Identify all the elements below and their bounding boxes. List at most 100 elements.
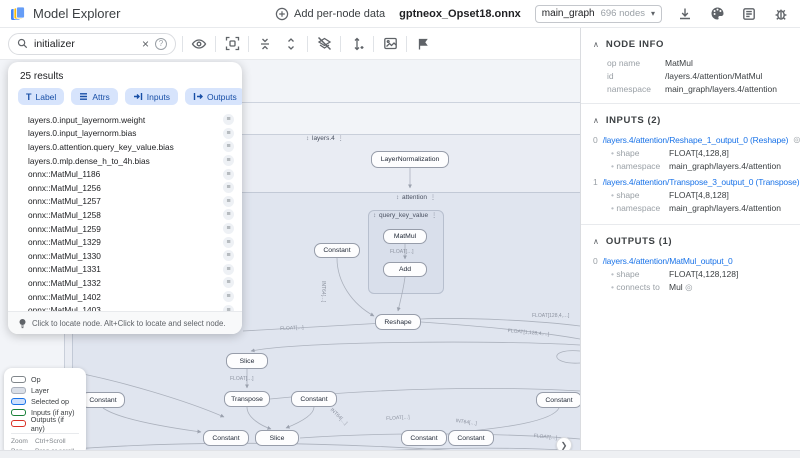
search-result-row[interactable]: onnx::MatMul_1332≡ <box>8 276 242 290</box>
graph-layer-query-key-value[interactable] <box>368 210 444 294</box>
layer-menu-icon[interactable]: ⋮ <box>431 213 438 219</box>
graph-selector-dropdown[interactable]: main_graph 696 nodes ▾ <box>534 4 662 23</box>
layer-label-layers4[interactable]: ↕ layers.4 ⋮ <box>306 135 344 142</box>
expand-all-layers-button[interactable] <box>281 34 301 54</box>
bookmark-view-button[interactable] <box>413 34 433 54</box>
collapse-all-layers-button[interactable] <box>255 34 275 54</box>
resize-nodes-button[interactable] <box>347 34 367 54</box>
filter-chip-attrs[interactable]: Attrs <box>71 88 118 105</box>
search-result-row[interactable]: onnx::MatMul_1186≡ <box>8 167 242 181</box>
graph-node-constant[interactable]: Constant <box>448 430 494 446</box>
flag-icon <box>418 38 428 49</box>
theme-button[interactable] <box>708 5 726 23</box>
unfold-icon[interactable]: ↕ <box>373 212 376 219</box>
search-result-row[interactable]: onnx::MatMul_1329≡ <box>8 235 242 249</box>
graph-node-matmul[interactable]: MatMul <box>383 229 427 244</box>
unfold-icon[interactable]: ↕ <box>396 194 399 201</box>
search-result-text: onnx::MatMul_1403 <box>28 305 223 315</box>
search-result-text: layers.0.mlp.dense_h_to_4h.bias <box>28 155 150 166</box>
locate-node-icon[interactable]: ≡ <box>223 250 234 262</box>
graph-node-constant[interactable]: Constant <box>401 430 447 446</box>
search-result-row[interactable]: onnx::MatMul_1258≡ <box>8 208 242 222</box>
graph-node-slice[interactable]: Slice <box>255 430 299 446</box>
search-result-text: onnx::MatMul_1330 <box>28 250 101 261</box>
search-result-row[interactable]: layers.0.input_layernorm.bias≡ <box>8 127 242 141</box>
section-header-node-info[interactable]: ∧ NODE INFO <box>593 39 665 50</box>
clear-search-icon[interactable]: × <box>141 36 149 51</box>
layer-menu-icon[interactable]: ⋮ <box>337 136 344 142</box>
shortcut-action: Zoom <box>11 438 28 446</box>
locate-node-icon[interactable]: ≡ <box>223 141 234 153</box>
search-result-row[interactable]: onnx::MatMul_1330 ≡ <box>8 249 242 263</box>
locate-node-icon[interactable]: ≡ <box>223 182 234 194</box>
flatten-layers-button[interactable] <box>314 34 334 54</box>
search-result-row[interactable]: onnx::MatMul_1257≡ <box>8 195 242 209</box>
fit-to-screen-button[interactable] <box>222 34 242 54</box>
io-node-link[interactable]: /layers.4/attention/MatMul_output_0 <box>602 256 733 266</box>
unfold-icon[interactable]: ↕ <box>306 135 309 142</box>
info-key: namespace <box>607 83 651 94</box>
filter-chip-inputs[interactable]: Inputs <box>124 88 178 105</box>
io-node-link[interactable]: /layers.4/attention/Transpose_3_output_0… <box>602 177 800 187</box>
graph-node-constant[interactable]: Constant <box>203 430 249 446</box>
graph-node-layernormalization[interactable]: LayerNormalization <box>371 151 449 168</box>
add-per-node-data-button[interactable]: Add per-node data <box>275 7 385 21</box>
graph-node-constant[interactable]: Constant <box>291 391 337 407</box>
io-item-header: 0/layers.4/attention/MatMul_output_0 <box>581 256 800 267</box>
graph-node-add[interactable]: Add <box>383 262 427 277</box>
locate-node-icon[interactable]: ≡ <box>223 291 234 303</box>
search-result-row[interactable]: onnx::MatMul_1403≡ <box>8 303 242 315</box>
locate-node-icon[interactable]: ≡ <box>223 236 234 248</box>
section-header-inputs[interactable]: ∧ INPUTS (2) <box>593 115 661 126</box>
search-result-row[interactable]: layers.0.mlp.dense_h_to_4h.bias ≡ <box>8 154 242 168</box>
graph-node-transpose[interactable]: Transpose <box>224 391 270 407</box>
toolbar-divider <box>340 35 341 52</box>
docs-button[interactable] <box>740 5 758 23</box>
legend-item-outputs: Outputs (if any) <box>11 415 79 433</box>
search-result-row[interactable]: layers.0.attention.query_key_value.bias≡ <box>8 140 242 154</box>
locate-icon[interactable]: ◎ <box>682 281 693 292</box>
layer-menu-icon[interactable]: ⋮ <box>429 195 436 201</box>
locate-node-icon[interactable]: ≡ <box>223 223 234 235</box>
locate-node-icon[interactable]: ≡ <box>223 277 234 289</box>
locate-node-icon[interactable]: ≡ <box>223 114 234 126</box>
search-box[interactable]: × ? <box>8 32 176 55</box>
locate-node-icon[interactable]: ≡ <box>223 209 234 221</box>
graph-node-constant[interactable]: Constant <box>536 392 580 408</box>
legend-swatch-layer <box>11 387 26 394</box>
toolbar-divider <box>406 35 407 52</box>
report-bug-button[interactable] <box>772 5 790 23</box>
locate-node-icon[interactable]: ≡ <box>223 155 234 167</box>
locate-node-icon[interactable]: ≡ <box>223 127 234 139</box>
graph-node-constant[interactable]: Constant <box>314 243 360 258</box>
download-graph-button[interactable] <box>676 5 694 23</box>
search-result-row[interactable]: onnx::MatMul_1259≡ <box>8 222 242 236</box>
toggle-visibility-button[interactable] <box>189 34 209 54</box>
search-result-row[interactable]: onnx::MatMul_1331≡ <box>8 263 242 277</box>
filter-chip-outputs[interactable]: Outputs <box>184 88 242 105</box>
graph-node-constant[interactable]: Constant <box>81 392 125 408</box>
locate-node-icon[interactable]: ≡ <box>223 195 234 207</box>
locate-icon[interactable]: ◎ <box>793 135 800 144</box>
bottom-scrollbar[interactable] <box>0 450 800 458</box>
layer-label-attention[interactable]: ↕ attention ⋮ <box>396 194 436 201</box>
search-result-row[interactable]: layers.0.input_layernorm.weight≡ <box>8 113 242 127</box>
graph-node-reshape[interactable]: Reshape <box>375 314 421 330</box>
pager-next-button[interactable]: ❯ <box>556 437 572 450</box>
layer-label-query-key-value[interactable]: ↕ query_key_value ⋮ <box>373 212 438 219</box>
search-result-row[interactable]: onnx::MatMul_1402≡ <box>8 290 242 304</box>
top-bar: Model Explorer Add per-node data gptneox… <box>0 0 800 28</box>
search-input[interactable] <box>34 37 136 50</box>
export-image-button[interactable] <box>380 34 400 54</box>
locate-node-icon[interactable]: ≡ <box>223 168 234 180</box>
section-header-outputs[interactable]: ∧ OUTPUTS (1) <box>593 236 673 247</box>
results-hint-text: Click to locate node. Alt+Click to locat… <box>32 318 226 328</box>
locate-node-icon[interactable]: ≡ <box>223 263 234 275</box>
locate-node-icon[interactable]: ≡ <box>223 304 234 315</box>
search-help-icon[interactable]: ? <box>155 37 167 50</box>
eye-icon <box>191 38 207 49</box>
graph-node-slice[interactable]: Slice <box>226 353 268 369</box>
search-result-row[interactable]: onnx::MatMul_1256≡ <box>8 181 242 195</box>
io-node-link[interactable]: /layers.4/attention/Reshape_1_output_0 (… <box>602 135 789 145</box>
